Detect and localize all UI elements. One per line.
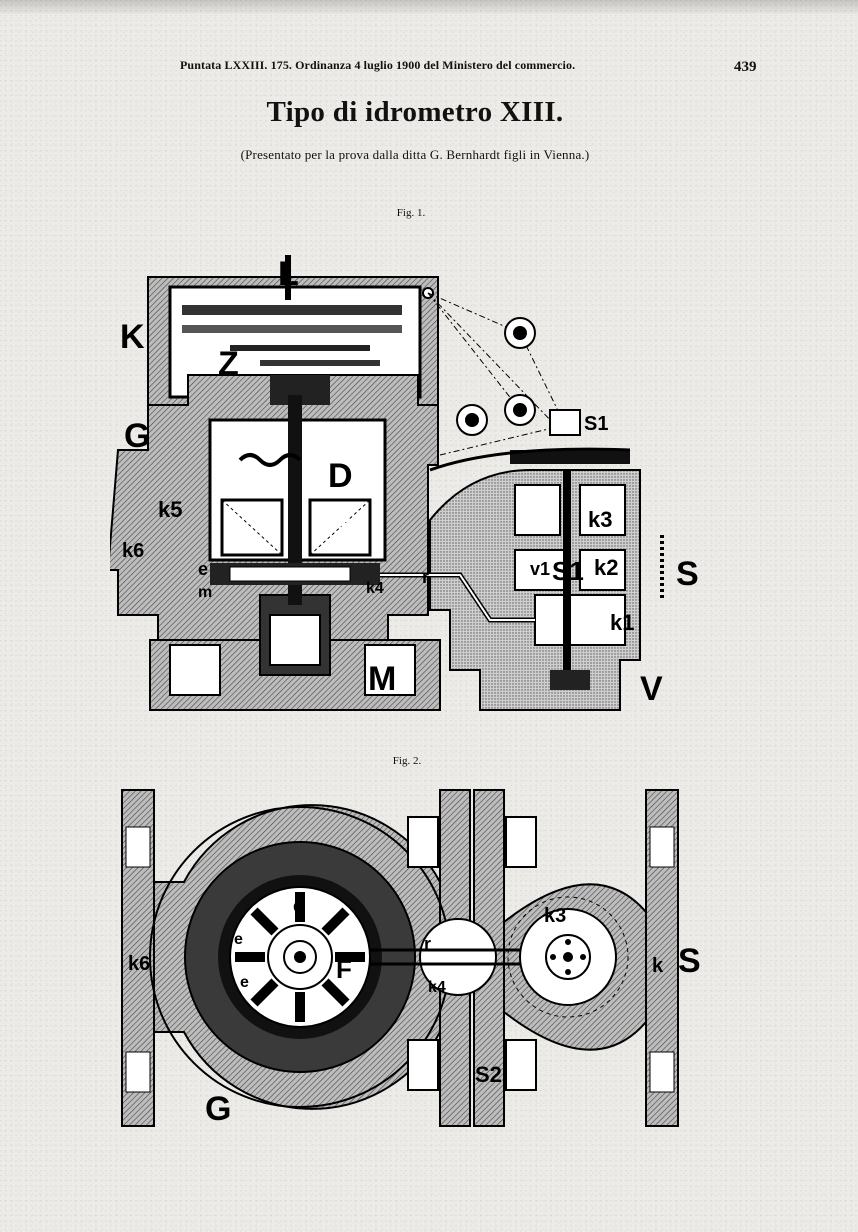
- running-head: Puntata LXXIII. 175. Ordinanza 4 luglio …: [180, 58, 576, 72]
- transmission-linkage: [422, 287, 631, 472]
- page-title: Tipo di idrometro XIII.: [266, 96, 564, 128]
- figure-2-diagram: k6 e e e F r k4 k3 k S S2 G: [121, 789, 700, 1127]
- label-e: e: [198, 559, 208, 579]
- meter-housing: [110, 276, 441, 711]
- label-G: G: [124, 417, 150, 455]
- figure-2-labels: k6 e e e F r k4 k3 k S S2 G: [128, 896, 700, 1127]
- label-S: S: [678, 942, 700, 980]
- label-e-top: e: [293, 896, 303, 916]
- label-S1: S1: [584, 413, 608, 435]
- label-k1: k1: [610, 610, 634, 635]
- label-s-valve: S1: [552, 556, 584, 586]
- label-M: M: [368, 660, 396, 698]
- label-L: L: [278, 255, 299, 293]
- label-K: K: [120, 318, 145, 356]
- label-m: m: [198, 584, 212, 601]
- label-k3: k3: [544, 905, 566, 927]
- scan-edge: [0, 0, 858, 14]
- label-k4: k4: [428, 979, 446, 996]
- label-v1: v1: [530, 559, 550, 579]
- label-k4: k4: [366, 580, 384, 597]
- label-D: D: [328, 457, 353, 495]
- label-k2: k2: [594, 555, 618, 580]
- label-a-right: a: [340, 510, 352, 532]
- label-v2: v2: [528, 514, 548, 534]
- label-G: G: [205, 1090, 231, 1127]
- label-F: F: [336, 954, 352, 984]
- drum-chambers: [210, 498, 380, 585]
- label-r: r: [424, 934, 431, 954]
- valve-body: [380, 450, 664, 711]
- page-subtitle: (Presentato per la prova dalla ditta G. …: [240, 147, 590, 162]
- figure-1-labels: L K Z G D k5 k6 a a e m k4 r M S1 v2 k3 …: [120, 255, 699, 708]
- label-a-left: a: [228, 510, 240, 532]
- page-number: 439: [734, 59, 757, 75]
- bolts: [407, 816, 537, 1091]
- label-e-bottom: e: [240, 974, 249, 991]
- counter-mechanism: [182, 255, 402, 605]
- label-k6: k6: [122, 540, 144, 562]
- label-r: r: [422, 567, 429, 587]
- label-k6: k6: [128, 953, 150, 975]
- label-k3: k3: [588, 507, 612, 532]
- figure-1-diagram: L K Z G D k5 k6 a a e m k4 r M S1 v2 k3 …: [110, 255, 699, 711]
- label-k: k: [652, 955, 664, 977]
- impeller-wheel: [235, 892, 365, 1022]
- label-S: S: [676, 555, 699, 593]
- label-V: V: [640, 670, 663, 708]
- label-S2: S2: [475, 1062, 502, 1087]
- figure-1-caption: Fig. 1.: [396, 207, 426, 219]
- regulating-valve: [370, 896, 629, 1018]
- label-Z: Z: [218, 345, 239, 383]
- figure-2-caption: Fig. 2.: [392, 755, 422, 767]
- label-e-left: e: [234, 931, 243, 948]
- label-k5: k5: [158, 497, 182, 522]
